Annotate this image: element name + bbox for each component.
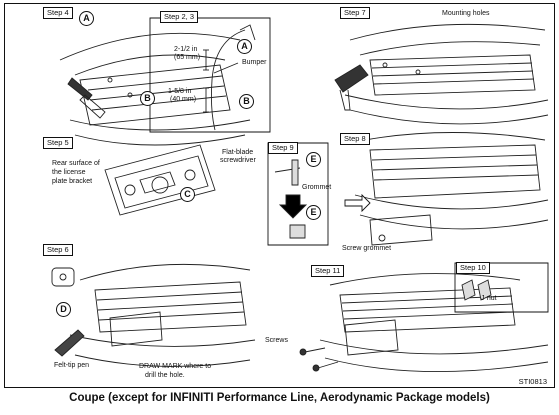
step-11-label: Step 11 [311, 265, 345, 277]
mounting-holes-label: Mounting holes [442, 10, 490, 17]
step5-bracket [104, 144, 216, 216]
callout-b-step4: B [140, 91, 155, 106]
flat-blade-line2: screwdriver [220, 157, 256, 164]
dimension-1-line1: 2-1/2 in [174, 46, 198, 53]
step4-car-front [59, 32, 251, 146]
step-2-3-label: Step 2, 3 [160, 11, 199, 23]
dimension-2-line1: 1-5/8 in [168, 88, 192, 95]
callout-b-step23: B [239, 94, 254, 109]
screws-label: Screws [265, 337, 288, 344]
dimension-2-line2: (40 mm) [170, 96, 197, 103]
callout-d: D [56, 302, 71, 317]
callout-e-top: E [306, 152, 321, 167]
step9-detail [267, 142, 329, 246]
felt-tip-pen-label: Felt-tip pen [54, 362, 90, 369]
draw-mark-line2: drill the hole. [145, 372, 185, 379]
step8-car [344, 132, 549, 246]
step-6-label: Step 6 [43, 244, 73, 256]
callout-a-step4: A [79, 11, 94, 26]
step-10-label: Step 10 [456, 262, 490, 274]
callout-a-step23: A [237, 39, 252, 54]
step-9-label: Step 9 [268, 142, 298, 154]
rear-surface-line1: Rear surface of [52, 160, 100, 167]
step-7-label: Step 7 [340, 7, 370, 19]
screw-grommet-label: Screw grommet [342, 245, 392, 252]
figure-code: STI0813 [518, 377, 547, 386]
grommet-label: Grommet [302, 184, 332, 191]
j-nut-label: J-nut [481, 295, 497, 302]
dimension-1-line2: (65 mm) [174, 54, 201, 61]
flat-blade-line1: Flat-blade [222, 149, 254, 156]
step7-car [334, 23, 549, 125]
step6-car [51, 263, 256, 367]
bumper-label: Bumper [242, 59, 267, 66]
rear-surface-line2: the license [52, 169, 86, 176]
draw-mark-line1: DRAW MARK where to [139, 363, 212, 370]
figure-caption: Coupe (except for INFINITI Performance L… [69, 392, 490, 404]
step-5-label: Step 5 [43, 137, 73, 149]
step-4-label: Step 4 [43, 7, 73, 19]
rear-surface-line3: plate bracket [52, 178, 93, 185]
callout-e-bottom: E [306, 205, 321, 220]
step-8-label: Step 8 [340, 133, 370, 145]
callout-c: C [180, 187, 195, 202]
figure-frame [4, 3, 555, 388]
step11-car [299, 262, 549, 373]
